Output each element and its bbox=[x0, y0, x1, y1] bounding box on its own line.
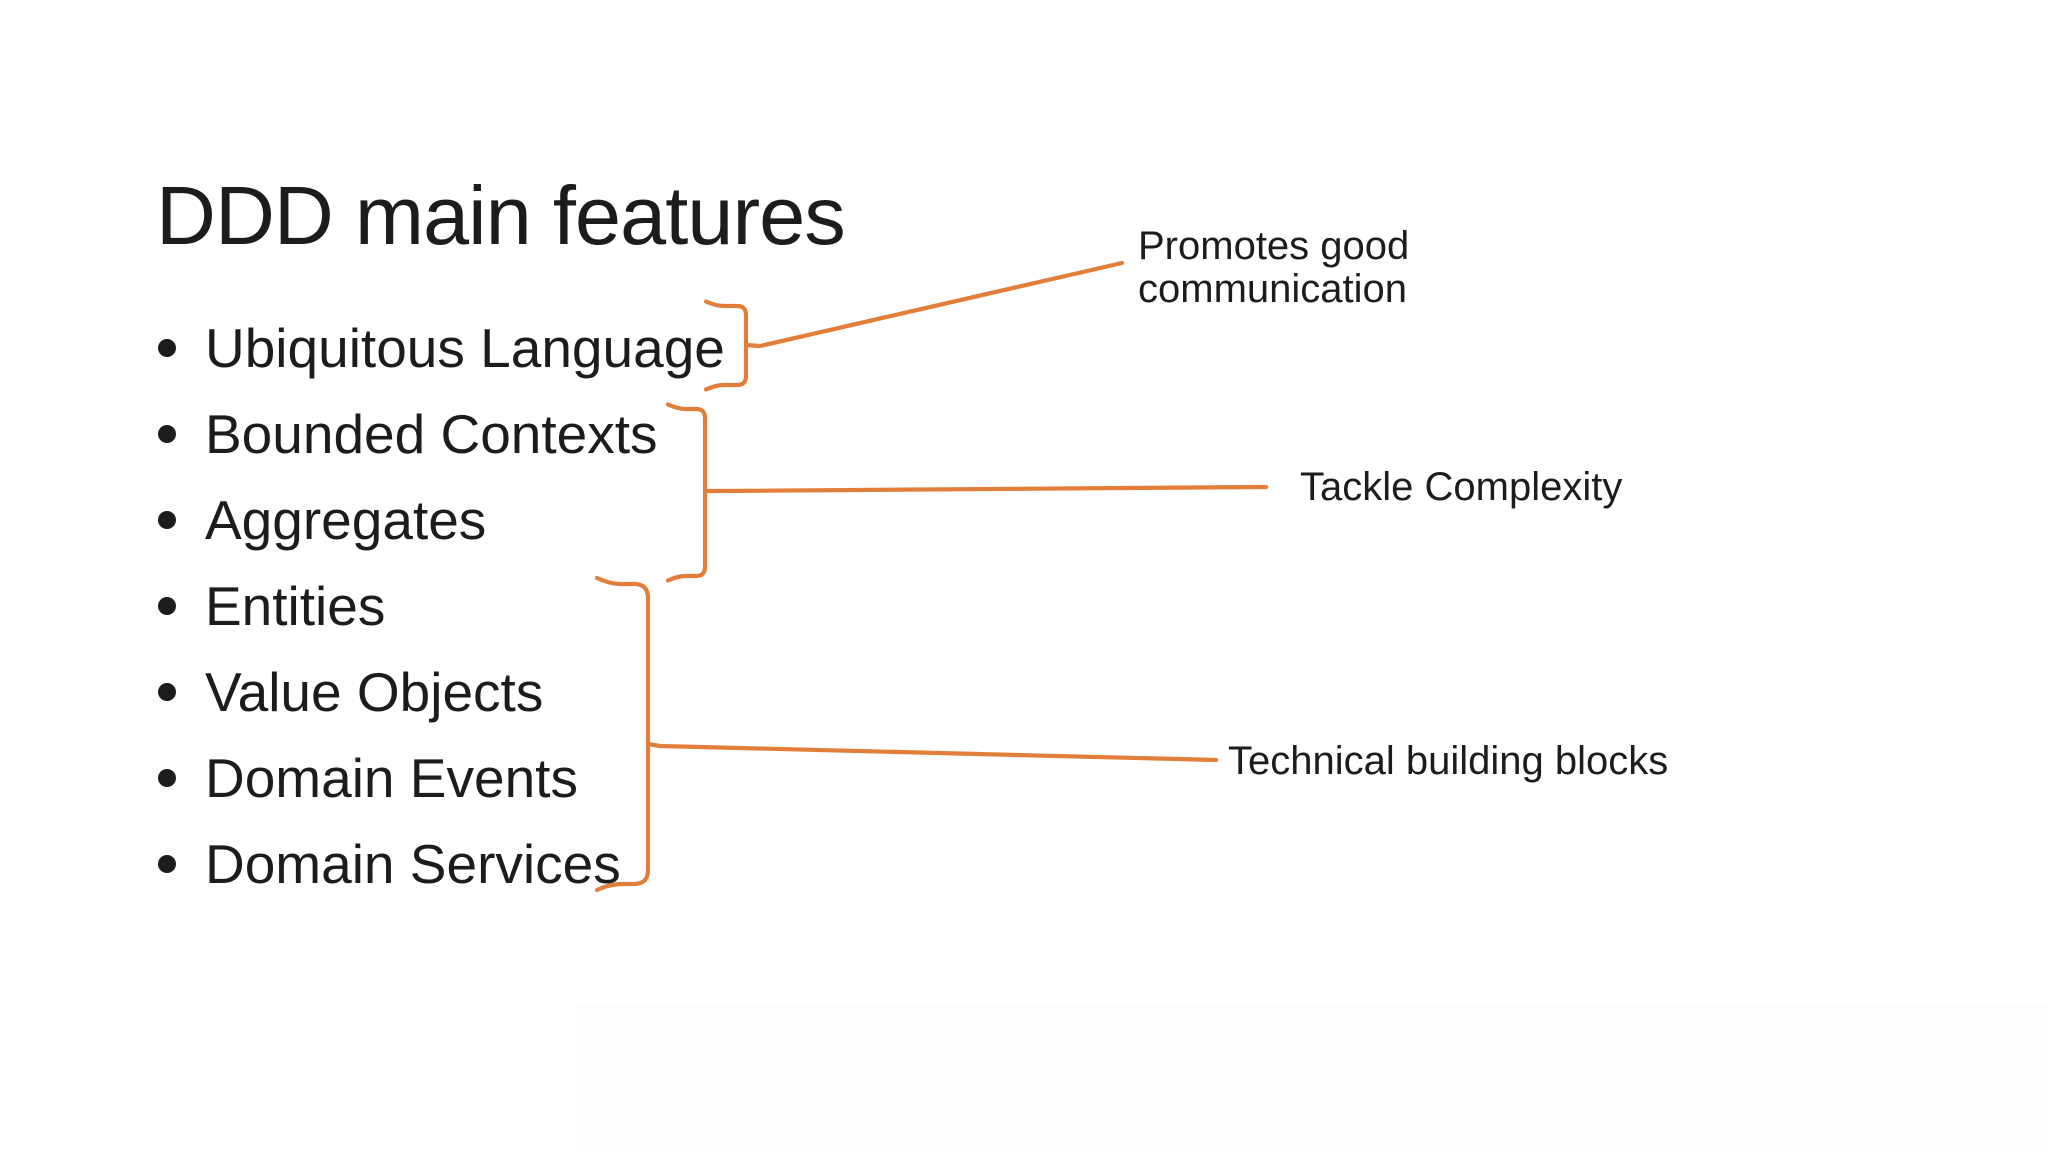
bullet-list: Ubiquitous Language Bounded Contexts Agg… bbox=[150, 305, 725, 907]
bullet-item: Value Objects bbox=[150, 649, 725, 735]
bullet-item: Ubiquitous Language bbox=[150, 305, 725, 391]
bullet-icon bbox=[158, 683, 176, 701]
bullet-icon bbox=[158, 769, 176, 787]
bullet-icon bbox=[158, 511, 176, 529]
bullet-item: Entities bbox=[150, 563, 725, 649]
bullet-item-label: Domain Services bbox=[205, 832, 621, 895]
connector-line-1 bbox=[743, 260, 1125, 349]
bracket-icon-group-1 bbox=[703, 299, 749, 392]
bullet-icon bbox=[158, 339, 176, 357]
bracket-icon-group-2 bbox=[665, 402, 708, 583]
annotation-label-tackle-complexity: Tackle Complexity bbox=[1300, 465, 1623, 509]
bullet-item: Bounded Contexts bbox=[150, 391, 725, 477]
slide-title: DDD main features bbox=[156, 168, 846, 262]
slide-background-seam bbox=[576, 1005, 2048, 1152]
bullet-item-label: Ubiquitous Language bbox=[205, 316, 725, 379]
bullet-icon bbox=[158, 597, 176, 615]
bullet-icon bbox=[158, 855, 176, 873]
bullet-item: Domain Services bbox=[150, 821, 725, 907]
connector-line-2 bbox=[702, 484, 1269, 494]
annotation-label-promotes-good-communication: Promotes good communication bbox=[1138, 224, 1410, 312]
connector-line-3 bbox=[645, 741, 1219, 763]
bullet-item-label: Value Objects bbox=[205, 660, 544, 723]
bullet-item: Domain Events bbox=[150, 735, 725, 821]
bullet-icon bbox=[158, 425, 176, 443]
annotation-label-technical-building-blocks: Technical building blocks bbox=[1228, 739, 1669, 783]
bullet-item-label: Aggregates bbox=[205, 488, 487, 551]
bracket-icon-group-3 bbox=[594, 575, 651, 893]
bullet-item-label: Domain Events bbox=[205, 746, 578, 809]
bullet-item-label: Bounded Contexts bbox=[205, 402, 658, 465]
bullet-item-label: Entities bbox=[205, 574, 386, 637]
bullet-item: Aggregates bbox=[150, 477, 725, 563]
